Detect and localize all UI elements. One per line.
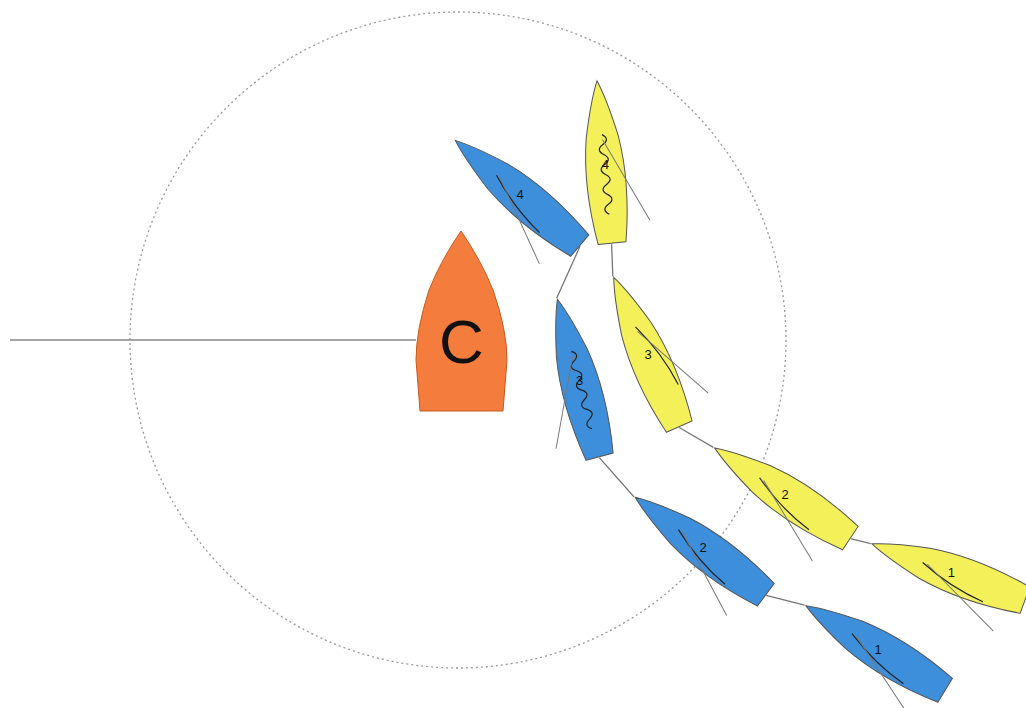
boat-number: 2 [781, 488, 788, 501]
hull-outline [538, 294, 618, 462]
boom [474, 178, 565, 263]
sail [750, 478, 817, 530]
hull-outline [703, 432, 860, 555]
sail [635, 320, 678, 391]
boat-number: 3 [644, 348, 651, 361]
boat-number: 3 [575, 375, 582, 388]
committee-outline [416, 231, 507, 411]
track-line [612, 244, 613, 276]
hull-outline [623, 482, 777, 611]
boat: 2 [620, 478, 780, 613]
boom [835, 636, 928, 708]
boat-number: 1 [874, 643, 881, 656]
boat: 1 [863, 522, 1026, 622]
sail [843, 634, 911, 684]
boat-number: 2 [699, 541, 706, 554]
track-line [679, 428, 713, 448]
boat: 2 [701, 428, 864, 558]
boat-number: 4 [601, 159, 608, 172]
track-line [851, 539, 871, 544]
track-line [766, 595, 804, 605]
boom [913, 564, 1007, 631]
luffing-sail [597, 134, 612, 214]
boom [602, 136, 650, 224]
hull-outline [595, 270, 696, 435]
hull-outline [577, 79, 631, 245]
boom [637, 315, 708, 409]
start-line [10, 339, 416, 341]
boat-hull [863, 522, 1026, 622]
boat: 3 [592, 267, 700, 437]
hull-outline [795, 589, 955, 707]
boom [658, 533, 750, 616]
boat: 1 [793, 585, 958, 708]
committee-letter: C [439, 311, 484, 373]
sail [917, 563, 988, 602]
sail [486, 175, 550, 232]
boat: 4 [573, 78, 634, 247]
track-line [599, 458, 634, 497]
boat-number: 4 [516, 189, 523, 202]
boat-number: 1 [947, 567, 954, 580]
sail [668, 530, 734, 585]
committee-boat: C [415, 230, 508, 413]
boat: 3 [534, 292, 621, 463]
boom [534, 356, 595, 448]
hull-outline [865, 526, 1026, 619]
boom [741, 481, 834, 561]
